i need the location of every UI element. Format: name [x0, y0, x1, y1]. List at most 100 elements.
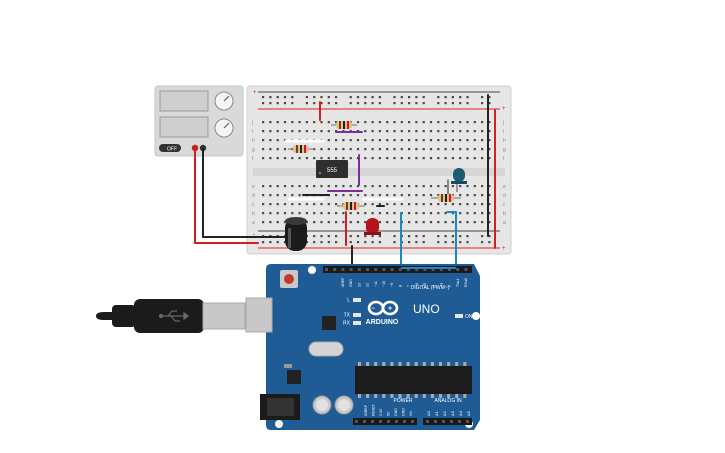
- svg-text:f: f: [503, 156, 505, 162]
- blue-led[interactable]: [451, 168, 467, 192]
- arduino-model: UNO: [413, 302, 440, 316]
- svg-text:g: g: [252, 147, 255, 153]
- svg-text:h: h: [503, 138, 506, 144]
- voltage-display: [159, 90, 209, 112]
- analog-header-label: ANALOG IN: [434, 398, 462, 404]
- digital-pin-label: RX◂0: [464, 278, 468, 287]
- digital-pin-label: 13: [357, 283, 361, 287]
- resistor-left[interactable]: [288, 145, 314, 153]
- digital-pin-label: ~6: [415, 283, 419, 287]
- ic-555[interactable]: 555: [316, 160, 348, 178]
- digital-pin-label: 8: [398, 285, 402, 287]
- digital-header-label: DIGITAL (PWM~): [411, 285, 450, 291]
- electrolytic-capacitor[interactable]: [285, 217, 307, 251]
- current-display: [159, 116, 209, 138]
- svg-text:a: a: [503, 220, 506, 226]
- infinity-icon: [367, 300, 399, 316]
- digital-pin-label: 4: [431, 285, 435, 287]
- power-header-label: POWER: [394, 398, 413, 404]
- digital-pin-label: TX▸1: [456, 279, 460, 287]
- mounting-hole: [275, 420, 283, 428]
- usb-chip: [322, 316, 336, 330]
- svg-text:+: +: [388, 306, 392, 313]
- on-led: [455, 314, 463, 318]
- svg-text:g: g: [503, 147, 506, 153]
- analog-pin-label: A4: [458, 410, 463, 416]
- mounting-hole: [308, 266, 316, 274]
- svg-text:h: h: [252, 138, 255, 144]
- svg-text:c: c: [252, 202, 255, 208]
- center-channel: [253, 168, 505, 176]
- wires: [194, 94, 496, 270]
- power-supply[interactable]: OFF: [154, 85, 244, 157]
- black-supply-wire[interactable]: [202, 147, 296, 238]
- digital-pin-label: ~11: [374, 281, 378, 287]
- digital-pin-label: 7: [407, 285, 411, 287]
- digital-header[interactable]: [323, 266, 472, 273]
- power-pin-label: 3.3V: [379, 408, 383, 416]
- red-supply-wire[interactable]: [194, 147, 259, 244]
- crystal: [308, 341, 344, 357]
- svg-text:j: j: [502, 120, 504, 126]
- resistor-middle[interactable]: [337, 202, 365, 210]
- power-button[interactable]: [159, 144, 181, 152]
- red-led[interactable]: [364, 218, 381, 235]
- row-letters-right: j i h g f e d c b a: [502, 120, 506, 226]
- digital-pin-label: ~10: [382, 281, 386, 287]
- tx-led: [353, 313, 361, 317]
- power-pin-label: IOREF: [364, 404, 368, 416]
- analog-pin-label: A3: [450, 410, 455, 416]
- power-pin-label: GND: [402, 408, 406, 416]
- svg-text:a: a: [252, 220, 255, 226]
- svg-text:c: c: [503, 202, 506, 208]
- power-pin-label: RESET: [372, 403, 376, 416]
- atmega-chip: [355, 366, 472, 394]
- power-header[interactable]: [353, 418, 417, 425]
- svg-text:e: e: [503, 184, 506, 190]
- usb-icon: [158, 310, 189, 322]
- blue-wire-right[interactable]: [446, 211, 457, 270]
- analog-pin-label: A5: [466, 410, 471, 416]
- mounting-hole: [472, 312, 480, 320]
- svg-text:−: −: [371, 306, 375, 312]
- resistor-right[interactable]: [431, 194, 461, 202]
- digital-pin-label: AREF: [341, 277, 345, 287]
- analog-header[interactable]: [423, 418, 472, 425]
- on-label: ON: [465, 314, 473, 320]
- analog-pin-label: A2: [442, 410, 447, 416]
- svg-text:f: f: [252, 156, 254, 162]
- power-pin-label: GND: [394, 408, 398, 416]
- rail-plus-sign: +: [502, 246, 506, 252]
- voltage-regulator: [287, 370, 301, 384]
- usb-cable: [96, 299, 246, 333]
- rail-plus-sign: +: [253, 90, 257, 96]
- svg-text:d: d: [503, 193, 506, 199]
- digital-pin-label: 12: [366, 283, 370, 287]
- breadboard: + + - + j i h g f e d c b a j i h g f e …: [246, 85, 512, 255]
- ic-label: 555: [327, 168, 338, 174]
- power-button-label: OFF: [167, 147, 177, 153]
- digital-pin-label: ~3: [439, 283, 443, 287]
- digital-pin-label: ~5: [423, 283, 427, 287]
- row-letters-left: j i h g f e d c b a: [251, 120, 255, 226]
- digital-pin-label: 2: [448, 285, 452, 287]
- svg-text:b: b: [503, 211, 506, 217]
- svg-text:i: i: [252, 129, 253, 135]
- analog-pin-label: A1: [434, 410, 439, 416]
- arduino-board[interactable]: L TX RX ON − + ARDUINO UNO DIGITAL (PWM~…: [245, 264, 480, 430]
- digital-pin-label: ~9: [390, 283, 394, 287]
- power-pin-label: 5V: [387, 411, 391, 416]
- analog-pin-label: A0: [426, 410, 431, 416]
- svg-text:i: i: [503, 129, 504, 135]
- svg-text:b: b: [252, 211, 255, 217]
- usb-port: [245, 297, 273, 333]
- svg-text:e: e: [252, 184, 255, 190]
- tx-label: TX: [344, 313, 351, 319]
- rail-minus-sign: -: [253, 232, 255, 238]
- resistor-top[interactable]: [331, 121, 357, 129]
- svg-text:d: d: [252, 193, 255, 199]
- digital-pin-label: GND: [349, 279, 353, 287]
- rx-led: [353, 321, 361, 325]
- l-label: L: [347, 298, 350, 304]
